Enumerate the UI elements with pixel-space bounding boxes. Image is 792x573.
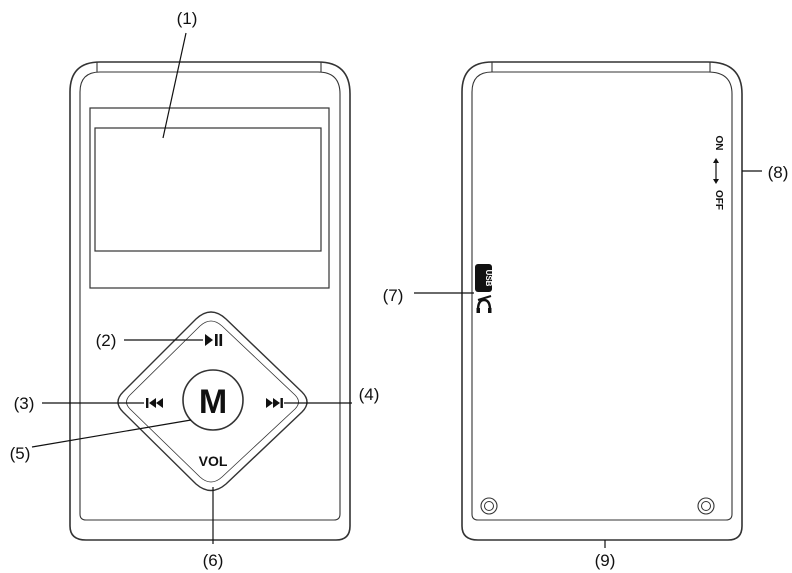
- usb-headphone-port[interactable]: USB: [475, 264, 493, 313]
- headphone-icon: [476, 298, 492, 313]
- next-track-icon[interactable]: [266, 398, 283, 408]
- screw-hole-left: [480, 497, 498, 515]
- screw-hole-right: [697, 497, 715, 515]
- callout-2: (2): [96, 331, 117, 350]
- callout-5: (5): [10, 444, 31, 463]
- leader-line-5: [31, 419, 192, 448]
- usb-port[interactable]: [475, 264, 492, 292]
- front-inner-bevel: [79, 71, 341, 521]
- front-body-outline: [69, 61, 351, 541]
- callout-9: (9): [595, 551, 616, 570]
- back-view: USB ON OFF: [414, 61, 762, 548]
- volume-button-label[interactable]: VOL: [199, 453, 228, 469]
- switch-on-label: ON: [713, 136, 724, 151]
- previous-track-icon[interactable]: [146, 398, 163, 408]
- callout-labels: (1) (2) (3) (4) (5) (6) (7) (8) (9): [10, 9, 789, 570]
- callout-4: (4): [359, 385, 380, 404]
- back-inner-bevel: [471, 71, 733, 521]
- switch-arrow-icon: [713, 158, 719, 184]
- menu-button-label: M: [199, 383, 227, 421]
- back-body-outline: [461, 61, 743, 541]
- callout-8: (8): [768, 163, 789, 182]
- usb-label: USB: [484, 270, 493, 287]
- switch-off-label: OFF: [713, 190, 724, 210]
- leader-line-1: [162, 32, 187, 139]
- callout-6: (6): [203, 551, 224, 570]
- callout-3: (3): [14, 394, 35, 413]
- front-view: M VOL: [31, 32, 352, 544]
- power-switch[interactable]: ON OFF: [713, 136, 724, 211]
- menu-button[interactable]: [182, 369, 244, 431]
- screen-bezel: [89, 107, 330, 289]
- callout-7: (7): [383, 286, 404, 305]
- callout-1: (1): [177, 9, 198, 28]
- display-screen: [94, 127, 322, 252]
- control-pad[interactable]: [117, 311, 308, 492]
- play-pause-icon[interactable]: [205, 334, 223, 346]
- slash-divider: [477, 295, 492, 301]
- control-pad-inner: [126, 320, 299, 483]
